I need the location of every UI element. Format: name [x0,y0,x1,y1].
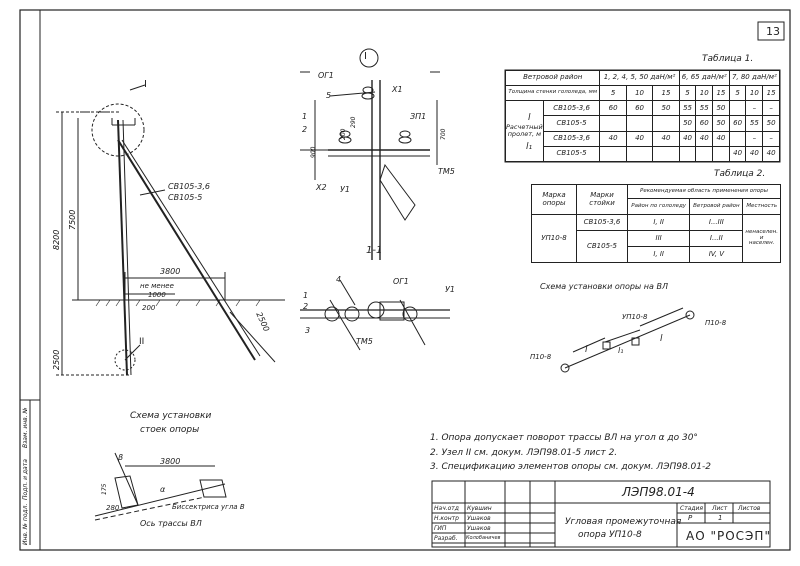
line-scheme-title: Схема установки опоры на ВЛ [540,282,668,291]
min-val: 1000 [148,291,166,299]
section-label: 1-1 [366,245,383,256]
node-detail-I [300,48,440,260]
note-3: 3. Спецификацию элементов опоры см. доку… [430,462,711,472]
min-label: не менее [140,282,174,290]
depth: 2500 [52,349,61,370]
note-2: 2. Узел II см. докум. ЛЭП98.01-5 лист 2. [430,448,618,458]
l-symbol: l [528,113,531,123]
line-scheme [560,307,695,373]
post-scheme [94,452,227,521]
height-total: 8200 [52,229,61,250]
note-1: 1. Опора допускает поворот трассы ВЛ на … [430,433,698,443]
sheet-number: 13 [766,25,780,38]
strut-dist: 3800 [160,267,181,276]
title-block [431,480,771,548]
stamp-description-2: опора УП10-8 [578,530,642,540]
table-2-title: Таблица 2. [714,169,766,179]
sheet-number-box [757,21,785,41]
table-1-title: Таблица 1. [702,54,754,64]
pole-elevation [56,84,285,376]
post-scheme-title-1: Схема установки [130,411,212,421]
node-I-label: I [144,79,147,90]
node-II-label: II [139,337,145,347]
l1-symbol: l₁ [526,142,533,152]
small-dim: 200 [142,304,156,312]
table-1: Ветровой район 1, 2, 4, 5, 50 даН/м² 6, … [504,69,781,163]
table-2: Марка опоры Марки стойки Рекомендуемая о… [531,184,781,263]
post-scheme-title-2: стоек опоры [140,425,200,435]
table-1-wind-header: Ветровой район [504,69,601,87]
section-1-1 [300,279,450,351]
stamp-description-1: Угловая промежуточная [565,517,682,527]
detail-I-marker: I [364,51,367,62]
post-label-2: СВ105-5 [168,193,203,202]
post-label-1: СВ105-3,6 [168,182,210,191]
outer-frame [19,9,791,551]
document-code: ЛЭП98.01-4 [622,485,695,499]
height-main: 7500 [68,209,77,230]
company-name: АО "РОСЭП" [686,529,771,543]
